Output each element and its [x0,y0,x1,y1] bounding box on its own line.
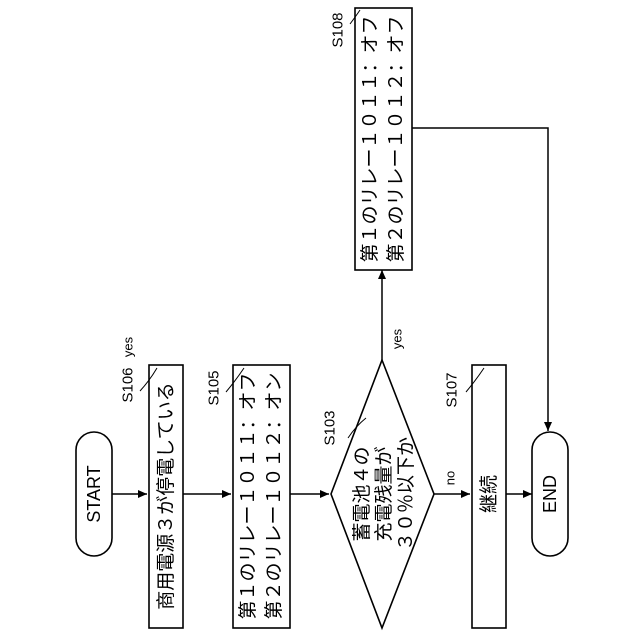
step-s105: 第１のリレー１０１１：オフ 第２のリレー１０１２：オン [233,365,290,628]
s103-line1: 蓄電池４の [351,446,373,541]
start-terminal: START [76,432,112,556]
s105-line2: 第２のリレー１０１２：オン [263,372,285,619]
step-s107: 継続 [472,365,506,628]
s107-id: S107 [444,372,461,407]
start-label: START [84,465,104,522]
s103-line2: 充電残量が [373,446,395,541]
s105-id: S105 [206,370,223,405]
s103-no-label: no [443,471,458,485]
s107-text: 継続 [478,475,500,513]
s106-id: S106 [120,367,137,402]
s103-yes-label: yes [390,328,405,349]
step-s106: 商用電源３が停電している [149,365,183,628]
s103-line3: ３０％以下か [395,437,417,551]
s103-id: S103 [322,410,339,445]
s108-line1: 第１のリレー１０１１：オフ [359,15,381,262]
s106-branch-label: yes [121,336,136,357]
s108-id: S108 [330,12,347,47]
s105-line1: 第１のリレー１０１１：オフ [237,372,259,619]
end-terminal: END [532,432,568,556]
decision-s103: 蓄電池４の 充電残量が ３０％以下か [331,360,434,628]
s106-text: 商用電源３が停電している [155,382,177,609]
s108-line2: 第２のリレー１０１２：オフ [385,15,407,262]
end-label: END [540,475,560,513]
step-s108: 第１のリレー１０１１：オフ 第２のリレー１０１２：オフ [355,8,412,270]
